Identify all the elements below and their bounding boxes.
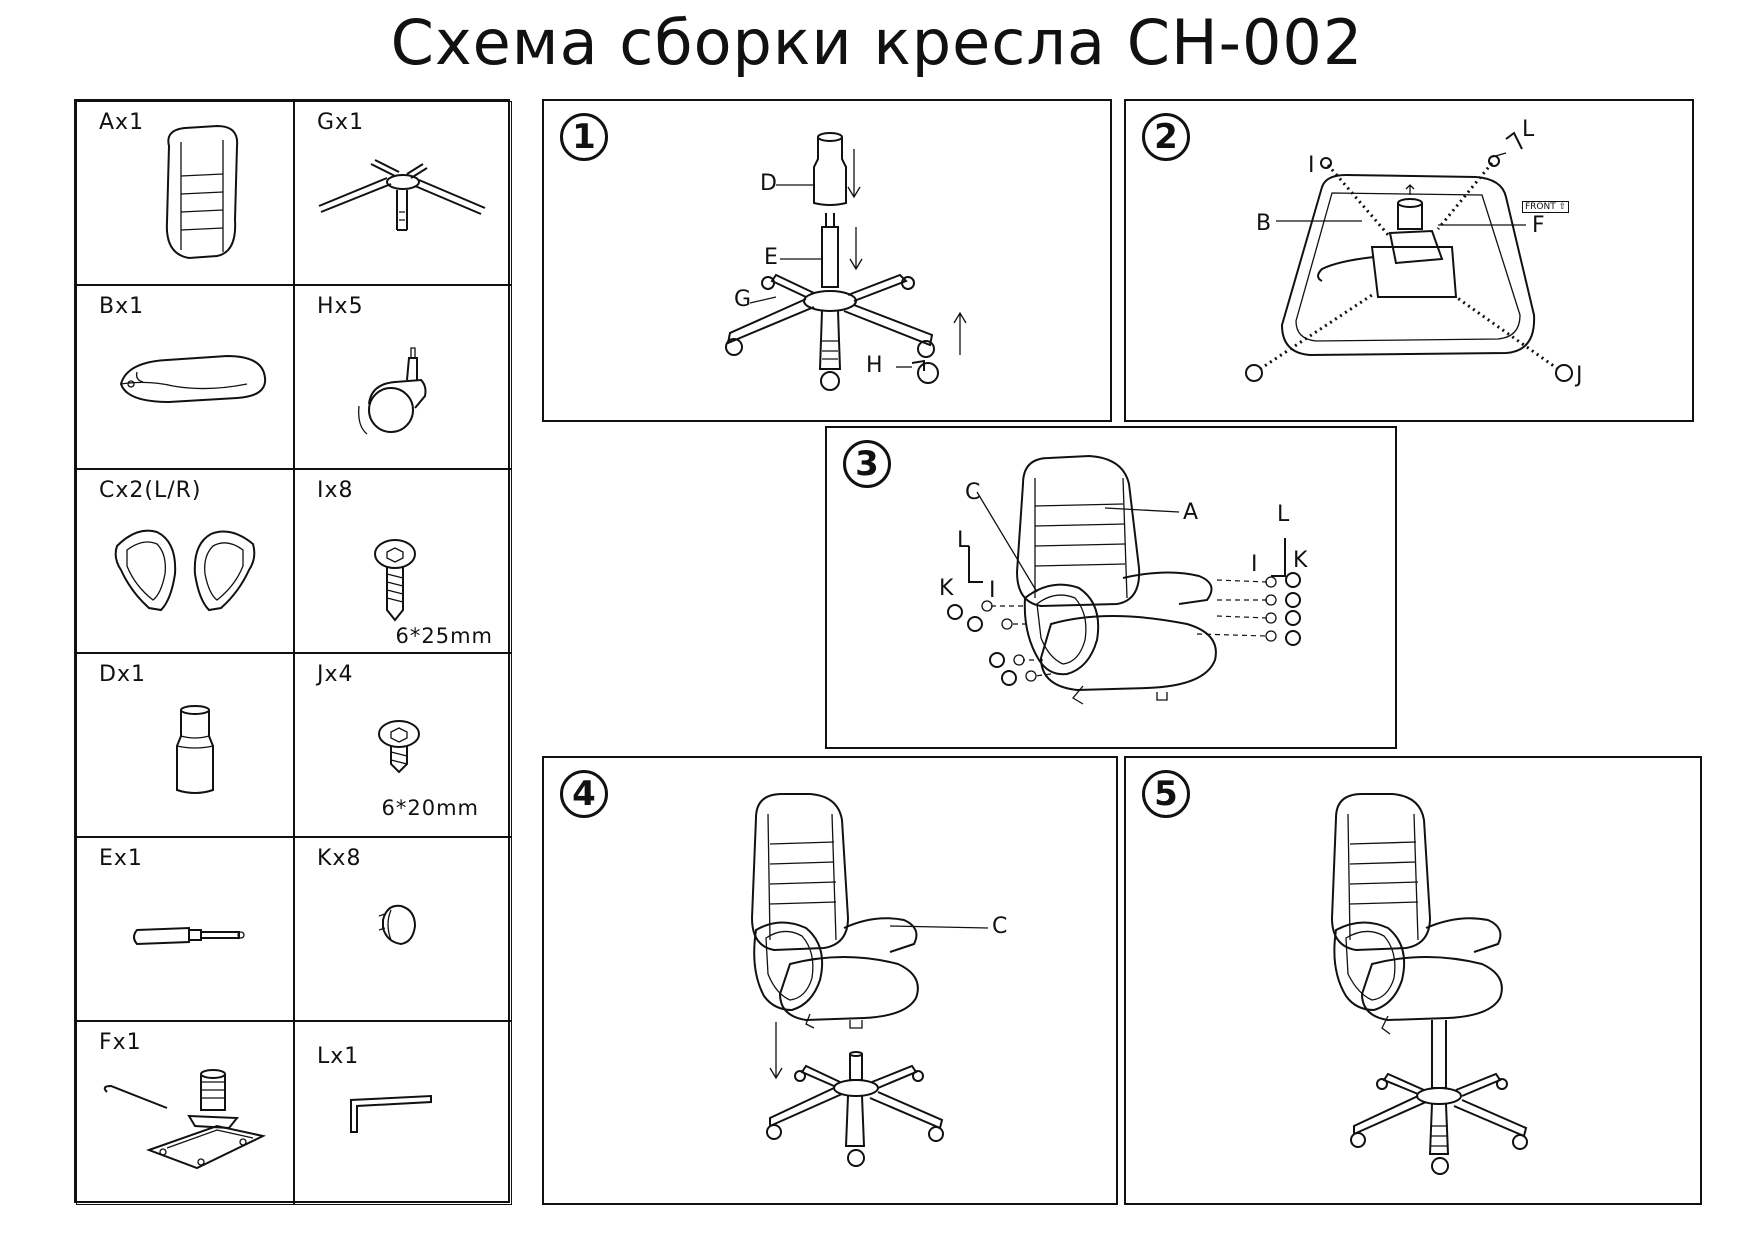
step-3-illustration — [947, 454, 1301, 705]
cover-icon — [176, 705, 214, 794]
label-c: C — [965, 480, 981, 505]
page-title: Схема сборки кресла CH-002 — [390, 6, 1364, 79]
label-i: I — [1308, 153, 1315, 178]
part-label: Cx2(L/R) — [99, 478, 202, 503]
bolt-short-icon — [378, 720, 420, 774]
label-g: G — [734, 287, 752, 312]
part-label: Jx4 — [317, 662, 354, 687]
label-d: D — [760, 171, 777, 196]
part-label: Ix8 — [317, 478, 354, 503]
armrests-icon — [114, 529, 256, 612]
label-a: A — [1183, 500, 1199, 525]
label-l-right: L — [1277, 502, 1290, 527]
label-k-left: K — [939, 576, 954, 601]
label-b: B — [1256, 211, 1272, 236]
part-label: Fx1 — [99, 1030, 142, 1055]
part-label: Ex1 — [99, 846, 143, 871]
part-label: Lx1 — [317, 1044, 360, 1069]
part-label: Bx1 — [99, 294, 145, 319]
bolt-size: 6*20mm — [381, 796, 479, 820]
part-label: Kx8 — [317, 846, 362, 871]
part-cell-e: Ex1 — [76, 837, 294, 1021]
part-cell-j: Jx4 6*20mm — [294, 653, 512, 837]
gas-lift-icon — [133, 926, 245, 946]
part-cell-d: Dx1 — [76, 653, 294, 837]
part-label: Hx5 — [317, 294, 364, 319]
part-cell-l: Lx1 — [294, 1021, 512, 1205]
label-i-right: I — [1251, 552, 1258, 577]
part-cell-g: Gx1 — [294, 101, 512, 285]
part-cell-f: Fx1 — [76, 1021, 294, 1205]
cap-icon — [378, 904, 417, 946]
label-e: E — [764, 245, 778, 270]
step-3-panel: 3 — [825, 426, 1397, 749]
step-5-panel: 5 — [1124, 756, 1702, 1205]
step-2-panel: 2 I L B F J FRONT ⇧ — [1124, 99, 1694, 422]
step-number: 3 — [843, 440, 891, 488]
backrest-icon — [165, 124, 239, 260]
parts-table: Ax1 Gx1 Bx1 Hx5 — [74, 99, 512, 1205]
step-2-illustration — [1245, 131, 1573, 382]
step-number: 2 — [1142, 113, 1190, 161]
part-label: Gx1 — [317, 110, 365, 135]
part-label: Dx1 — [99, 662, 146, 687]
step-1-illustration — [725, 132, 967, 391]
label-h: H — [866, 353, 883, 378]
part-cell-k: Kx8 — [294, 837, 512, 1021]
label-l: L — [1522, 117, 1535, 142]
part-cell-b: Bx1 — [76, 285, 294, 469]
label-f: F — [1532, 213, 1545, 238]
part-cell-a: Ax1 — [76, 101, 294, 285]
step-4-panel: 4 C — [542, 756, 1118, 1205]
label-l-left: L — [957, 528, 970, 553]
step-1-panel: 1 D E G H — [542, 99, 1112, 422]
step-number: 5 — [1142, 770, 1190, 818]
part-label: Ax1 — [99, 110, 145, 135]
part-cell-c: Cx2(L/R) — [76, 469, 294, 653]
step-4-illustration — [750, 793, 989, 1167]
front-marker: FRONT ⇧ — [1522, 201, 1570, 213]
step-5-illustration — [1330, 793, 1528, 1175]
hex-key-icon — [350, 1094, 432, 1133]
label-k-right: K — [1293, 548, 1308, 573]
step-number: 1 — [560, 113, 608, 161]
step-number: 4 — [560, 770, 608, 818]
caster-icon — [358, 347, 427, 435]
label-c: C — [992, 914, 1008, 939]
star-base-icon — [318, 159, 486, 231]
part-cell-h: Hx5 — [294, 285, 512, 469]
label-i-left: I — [989, 578, 996, 603]
seat-icon — [119, 354, 267, 404]
part-cell-i: Ix8 6*25mm — [294, 469, 512, 653]
bolt-long-icon — [374, 539, 416, 622]
bolt-size: 6*25mm — [395, 624, 493, 648]
mechanism-icon — [103, 1069, 267, 1170]
label-j: J — [1576, 363, 1583, 388]
